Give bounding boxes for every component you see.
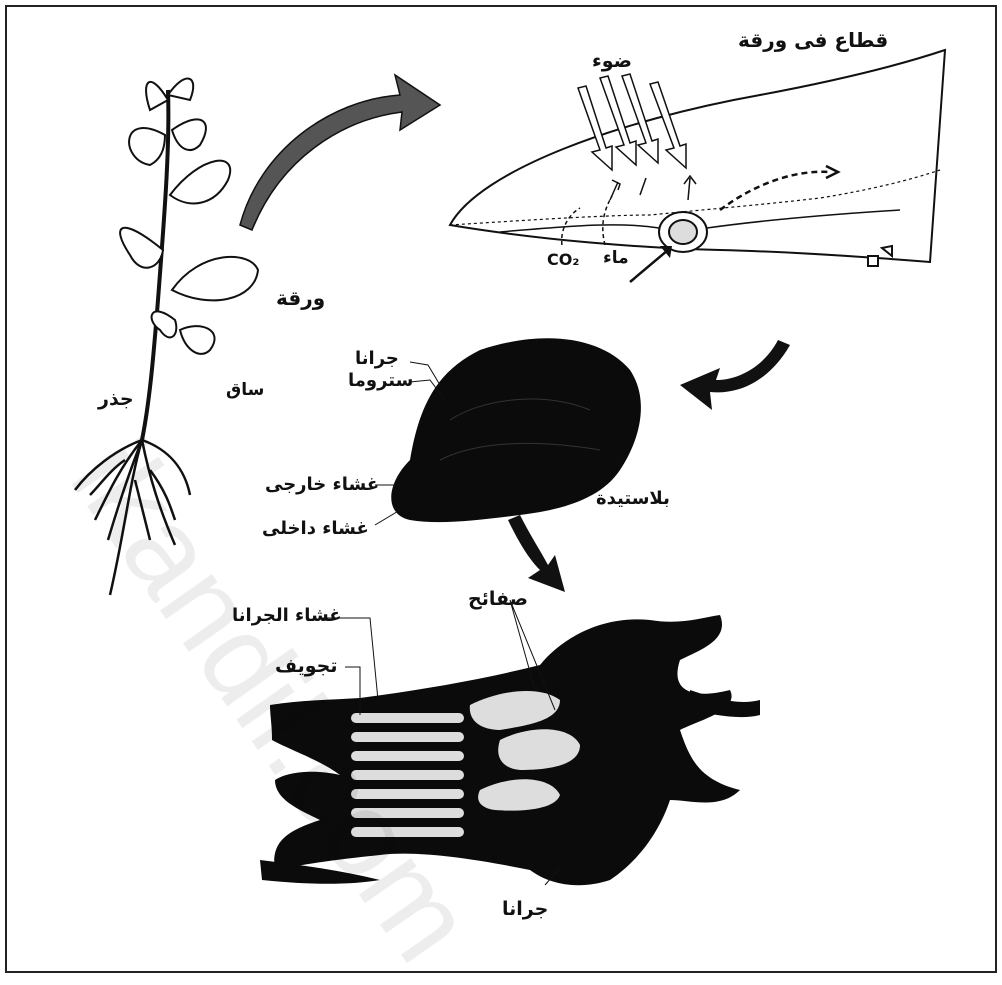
label-root: جذر (98, 390, 134, 409)
label-leaf-section: قطاع فى ورقة (738, 30, 888, 50)
plant-leaf-labelled (172, 257, 258, 301)
arrow-to-plastid (680, 340, 790, 410)
leaf-section (450, 50, 945, 266)
label-inner-membrane: غشاء داخلى (262, 520, 369, 538)
label-outer-membrane: غشاء خارجى (265, 476, 379, 494)
label-grana-bottom: جرانا (502, 900, 548, 919)
label-light: ضوء (592, 52, 632, 71)
label-grana: جرانا (355, 350, 399, 368)
label-water: ماء (603, 250, 629, 267)
label-stem: ساق (226, 382, 264, 399)
label-plastid: بلاستيدة (596, 490, 670, 508)
label-stroma: ستروما (348, 372, 413, 390)
label-lamellae: صفائح (468, 590, 528, 609)
label-granum-membrane: غشاء الجرانا (232, 607, 342, 625)
arrow-to-lamellae (508, 515, 565, 592)
label-leaf: ورقة (276, 288, 325, 308)
label-co2: CO₂ (547, 252, 579, 268)
water-arrow (630, 250, 668, 282)
arrow-to-leaf (240, 75, 440, 230)
label-cavity: تجويف (275, 657, 338, 676)
